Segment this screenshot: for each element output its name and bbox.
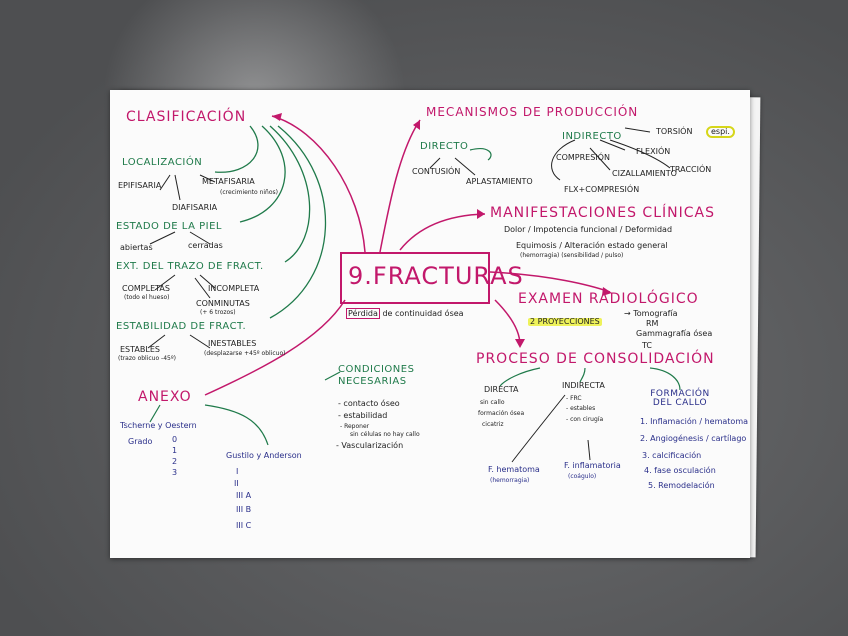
- anexo-title: ANEXO: [138, 390, 192, 404]
- indirecta-title: INDIRECTA: [562, 382, 605, 390]
- proceso-title: PROCESO DE CONSOLIDACIÓN: [476, 352, 715, 366]
- metafisaria-note: (crecimiento niños): [220, 190, 278, 196]
- diafisaria-label: DIAFISARIA: [172, 204, 217, 212]
- formacion-step-3: 3. calcificación: [642, 452, 701, 460]
- tscherne-title: Tscherne y Oestern: [120, 422, 197, 430]
- abiertas-label: abiertas: [120, 244, 153, 252]
- manifestaciones-title: MANIFESTACIONES CLÍNICAS: [490, 206, 715, 220]
- f-hematoma-label: F. hematoma: [488, 466, 540, 474]
- grado-2: 2: [172, 458, 177, 466]
- grado-1: 1: [172, 447, 177, 455]
- traccion-label: TRACCIÓN: [670, 166, 711, 174]
- directa-title: DIRECTA: [484, 386, 518, 394]
- gustilo-iiic: III C: [236, 522, 251, 530]
- manifestaciones-line3: (hemorragia) (sensibilidad / pulso): [520, 253, 623, 259]
- flx-compresion-label: FLX+COMPRESIÓN: [564, 186, 639, 194]
- directa-item-1: formación ósea: [478, 411, 524, 417]
- condiciones-item-1: - estabilidad: [338, 412, 387, 420]
- condiciones-item-2: - Reponer: [340, 424, 369, 430]
- center-subtitle-boxed: Pérdida: [346, 308, 380, 319]
- inestables-note: (desplazarse +45º oblicuo): [204, 351, 285, 357]
- indirecta-item-2: - con cirugía: [566, 417, 603, 423]
- incompleta-label: INCOMPLETA: [208, 285, 259, 293]
- rm-label: RM: [646, 320, 658, 328]
- formacion-step-1: 1. Inflamación / hematoma: [640, 418, 748, 426]
- condiciones-item-4: - Vascularización: [336, 442, 403, 450]
- cizallamiento-label: CIZALLAMIENTO: [612, 170, 677, 178]
- manifestaciones-line1: Dolor / Impotencia funcional / Deformida…: [504, 226, 672, 234]
- ext-trazo-title: EXT. DEL TRAZO DE FRACT.: [116, 262, 264, 272]
- mecanismos-title: MECANISMOS DE PRODUCCIÓN: [426, 106, 638, 118]
- grado-label: Grado: [128, 438, 152, 446]
- espiral-label: espi.: [706, 126, 735, 138]
- epifisaria-label: EPIFISARIA: [118, 182, 161, 190]
- estado-piel-title: ESTADO DE LA PIEL: [116, 222, 222, 232]
- examen-title: EXAMEN RADIOLÓGICO: [518, 292, 699, 306]
- formacion-step-4: 4. fase osculación: [644, 467, 716, 475]
- clasificacion-title: CLASIFICACIÓN: [126, 110, 246, 124]
- directa-item-0: sin callo: [480, 400, 504, 406]
- torsion-label: TORSIÓN: [656, 128, 692, 136]
- condiciones-item-3: sin células no hay callo: [350, 432, 420, 438]
- indirecta-item-1: - estables: [566, 406, 595, 412]
- proyecciones-highlight: 2 PROYECCIONES: [528, 318, 602, 326]
- directo-title: DIRECTO: [420, 142, 468, 152]
- grado-3: 3: [172, 469, 177, 477]
- gustilo-iiib: III B: [236, 506, 251, 514]
- formacion-step-2: 2. Angiogénesis / cartílago: [640, 435, 746, 443]
- localizacion-title: LOCALIZACIÓN: [122, 158, 202, 168]
- estables-note: (trazo oblicuo -45º): [118, 356, 176, 362]
- estabilidad-title: ESTABILIDAD DE FRACT.: [116, 322, 246, 332]
- flexion-label: FLEXIÓN: [636, 148, 670, 156]
- center-title: 9.FRACTURAS: [348, 262, 524, 290]
- inestables-label: INESTABLES: [208, 340, 256, 348]
- formacion-step-5: 5. Remodelación: [648, 482, 715, 490]
- tc-label: TC: [642, 342, 652, 350]
- estables-label: ESTABLES: [120, 346, 160, 354]
- manifestaciones-line2: Equimosis / Alteración estado general: [516, 242, 668, 250]
- completas-label: COMPLETAS: [122, 285, 170, 293]
- formacion-title: FORMACIÓN DEL CALLO: [640, 390, 720, 408]
- cerradas-label: cerradas: [188, 242, 223, 250]
- center-subtitle-text: de continuidad ósea: [382, 309, 463, 318]
- gammagrafia-label: Gammagrafía ósea: [636, 330, 712, 338]
- indirecto-title: INDIRECTO: [562, 132, 622, 142]
- completas-note: (todo el hueso): [124, 295, 169, 301]
- aplastamiento-label: APLASTAMIENTO: [466, 178, 533, 186]
- f-inflamatoria-label: F. inflamatoria: [564, 462, 621, 470]
- conminutas-note: (+ 6 trozos): [200, 310, 236, 316]
- contusion-label: CONTUSIÓN: [412, 168, 460, 176]
- center-subtitle: Pérdida de continuidad ósea: [346, 310, 464, 318]
- grado-0: 0: [172, 436, 177, 444]
- directa-item-2: cicatriz: [482, 422, 504, 428]
- condiciones-title: CONDICIONES NECESARIAS: [338, 364, 448, 388]
- gustilo-title: Gustilo y Anderson: [226, 452, 302, 460]
- f-hematoma-note: (hemorragia): [490, 478, 529, 484]
- condiciones-item-0: - contacto óseo: [338, 400, 400, 408]
- compresion-label: COMPRESIÓN: [556, 154, 610, 162]
- metafisaria-label: METAFISARIA: [202, 178, 255, 186]
- f-inflamatoria-note: (coágulo): [568, 474, 596, 480]
- gustilo-iiia: III A: [236, 492, 251, 500]
- gustilo-i: I: [236, 468, 238, 476]
- indirecta-item-0: - FRC: [566, 396, 582, 402]
- tomografia-label: → Tomografía: [624, 310, 678, 318]
- gustilo-ii: II: [234, 480, 239, 488]
- conminutas-label: CONMINUTAS: [196, 300, 250, 308]
